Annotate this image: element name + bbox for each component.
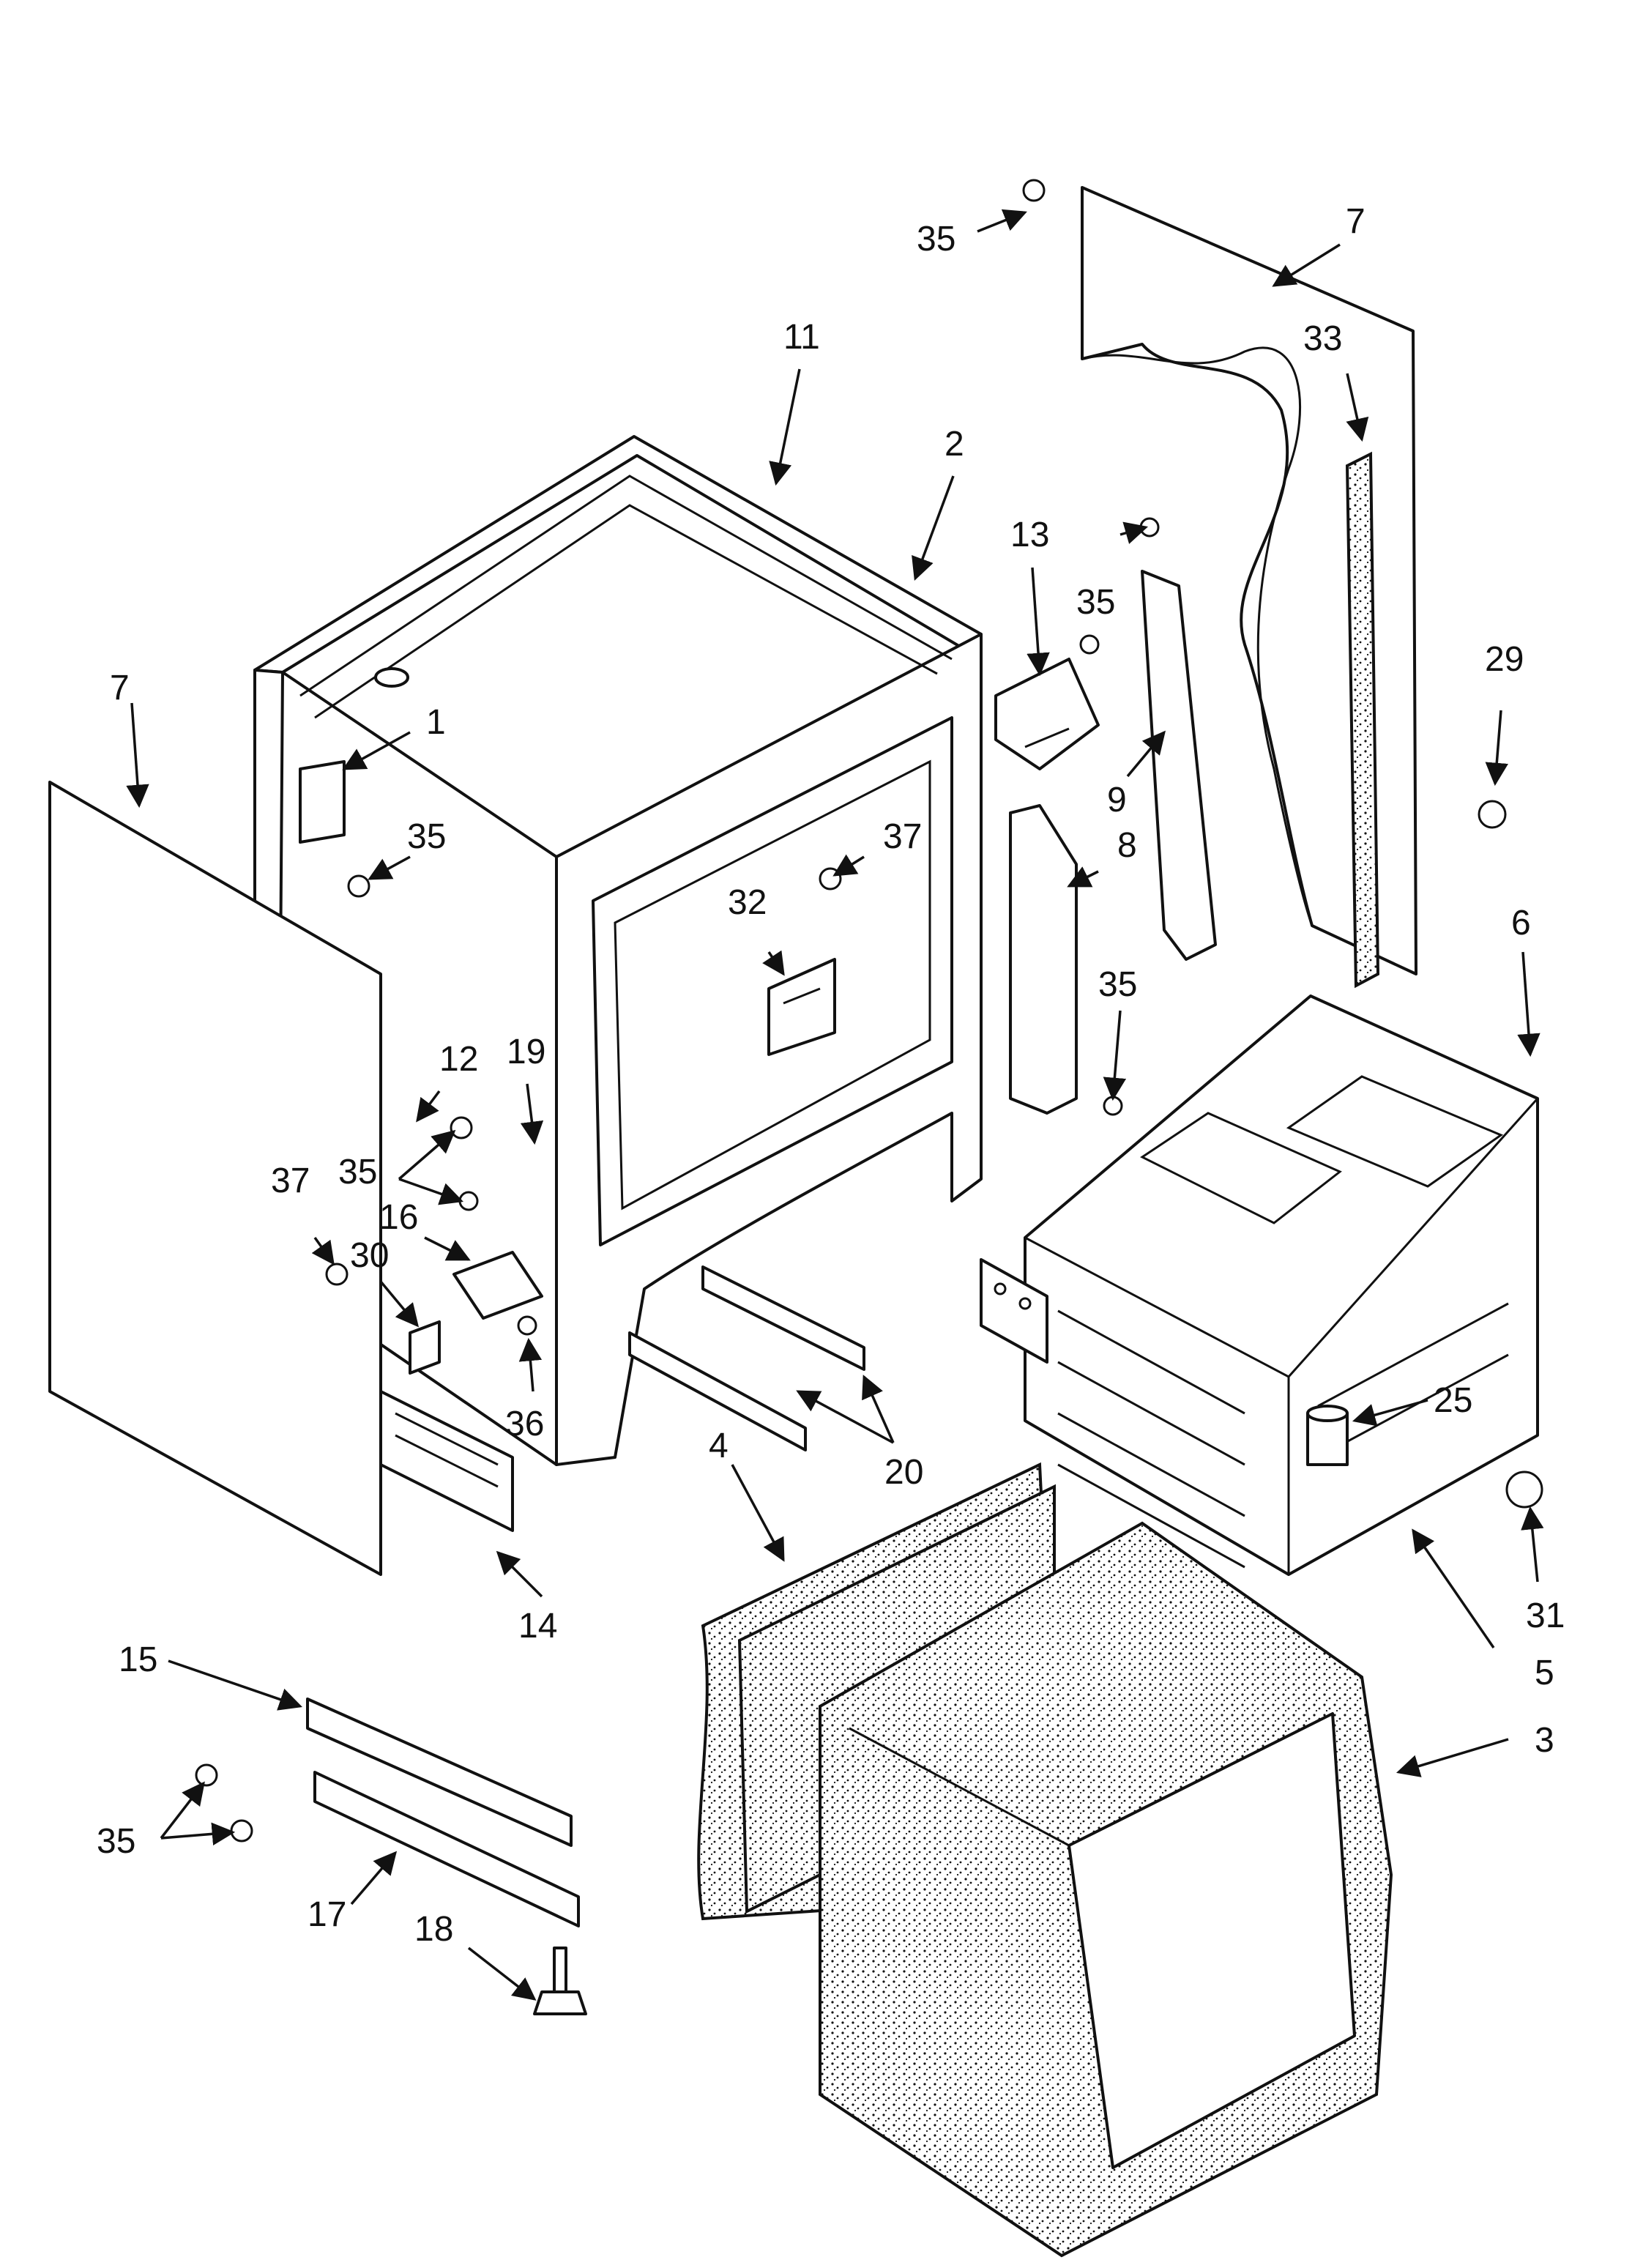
leveling-leg	[533, 1947, 587, 2015]
callout-12: 12	[439, 1040, 478, 1079]
leveling-bracket-upper	[306, 1698, 573, 1847]
callout-7-rear-panel: 7	[1346, 202, 1366, 241]
control-module	[299, 760, 346, 844]
callout-3: 3	[1535, 1721, 1554, 1760]
callout-31: 31	[1526, 1596, 1565, 1635]
callout-labels: 35 7 11 33 2 13 35 29 7 1 9 35 37 8 32 6…	[97, 202, 1565, 1949]
callout-9: 9	[1107, 781, 1127, 819]
left-side-panel	[48, 781, 382, 1576]
callout-20: 20	[884, 1453, 923, 1492]
leader-lines	[126, 209, 1544, 2001]
callout-2: 2	[945, 425, 964, 464]
oven-cavity	[980, 994, 1539, 1576]
callout-17: 17	[308, 1895, 346, 1934]
transformer	[767, 958, 836, 1056]
callout-7-left-panel: 7	[110, 669, 130, 707]
callout-18: 18	[414, 1910, 453, 1949]
callout-4: 4	[709, 1427, 729, 1465]
callout-33: 33	[1303, 319, 1342, 358]
light-socket	[1505, 1471, 1543, 1509]
callout-35-bracket: 35	[1098, 965, 1137, 1004]
callout-13: 13	[1010, 516, 1049, 554]
vent-bracket	[994, 658, 1100, 770]
callout-35-side: 35	[338, 1153, 377, 1191]
callout-35-bottom: 35	[97, 1822, 135, 1861]
callout-16: 16	[379, 1198, 418, 1237]
callout-37-side: 37	[271, 1161, 310, 1200]
callout-30: 30	[350, 1236, 389, 1275]
side-bracket	[1009, 804, 1078, 1115]
callout-8: 8	[1117, 826, 1137, 865]
bottom-rail-b	[628, 1331, 807, 1451]
insulation-blanket-right	[819, 1521, 1393, 2258]
callout-1: 1	[426, 703, 446, 742]
callout-25: 25	[1434, 1381, 1472, 1420]
callout-35-top: 35	[917, 220, 955, 259]
terminal-block	[379, 1390, 514, 1532]
callout-14: 14	[518, 1607, 557, 1646]
callout-5: 5	[1535, 1654, 1554, 1692]
callout-35-rail: 35	[1076, 583, 1115, 622]
callout-19: 19	[507, 1033, 545, 1071]
callout-29: 29	[1485, 640, 1524, 679]
callout-6: 6	[1511, 904, 1531, 942]
thermostat-knob	[1478, 800, 1507, 829]
leveling-bracket-lower	[313, 1771, 580, 1927]
rear-panel	[1081, 186, 1417, 975]
callout-32: 32	[728, 883, 767, 922]
callout-11: 11	[783, 318, 820, 357]
insulation-strip	[1345, 451, 1380, 989]
callout-36: 36	[505, 1405, 544, 1443]
callout-37-top: 37	[883, 817, 922, 856]
bottom-rail-a	[701, 1265, 865, 1371]
switch	[409, 1320, 441, 1375]
support-rail	[1141, 570, 1217, 961]
callout-15: 15	[119, 1640, 157, 1679]
circuit-board	[452, 1251, 543, 1320]
callout-35-control: 35	[407, 817, 446, 856]
